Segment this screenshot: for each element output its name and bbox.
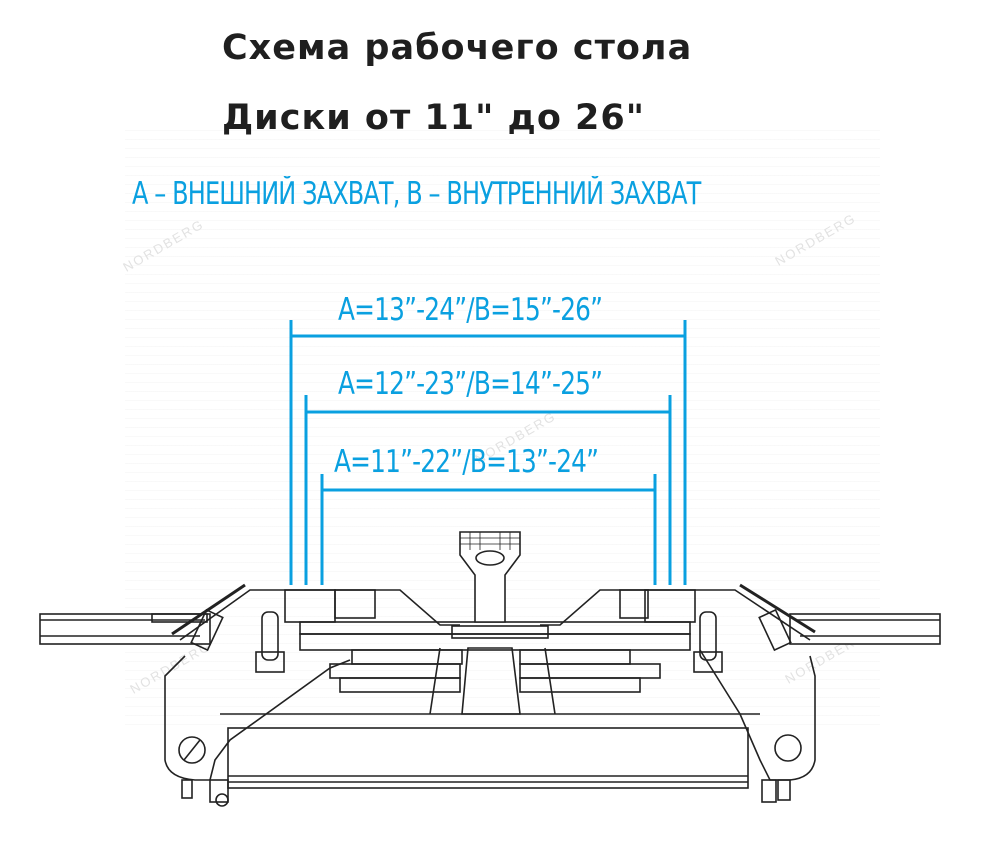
machine-outline bbox=[39, 531, 941, 807]
background-panel bbox=[125, 125, 880, 725]
dimension-label-inner: A=11”-22”/B=13”-24” bbox=[334, 444, 599, 480]
dimension-label-outer: A=13”-24”/B=15”-26” bbox=[338, 292, 603, 328]
diagram-title: Схема рабочего стола bbox=[222, 28, 693, 68]
dimension-label-middle: A=12”-23”/B=14”-25” bbox=[338, 366, 603, 402]
dimension-lines bbox=[289, 320, 687, 585]
diagram-subtitle: Диски от 11" до 26" bbox=[222, 98, 645, 138]
grip-legend: А – ВНЕШНИЙ ЗАХВАТ, В – ВНУТРЕННИЙ ЗАХВА… bbox=[132, 176, 701, 212]
